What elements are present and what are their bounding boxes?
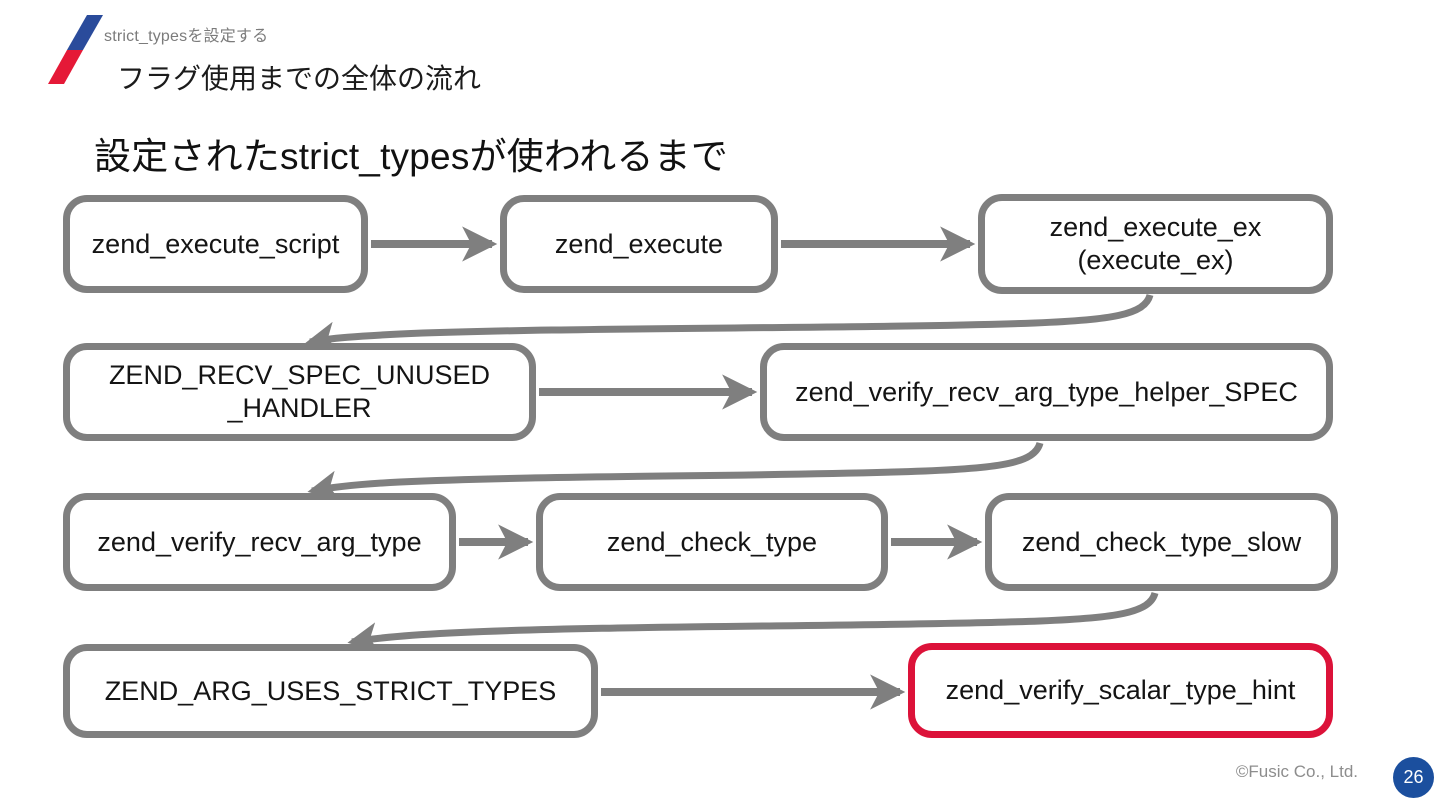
swoosh-row3-to-row4 [347,591,1159,653]
section-kicker: strict_typesを設定する [104,28,269,45]
node-zend-check-type-slow: zend_check_type_slow [985,493,1338,591]
node-zend-check-type: zend_check_type [536,493,888,591]
node-zend-execute: zend_execute [500,195,778,293]
slide-subtitle: フラグ使用までの全体の流れ [117,63,482,94]
swoosh-row2-to-row3 [307,441,1044,501]
logo-blue-stripe [67,15,103,50]
logo-red-stripe [48,50,83,84]
page-number-badge: 26 [1393,757,1434,798]
node-zend-execute-script: zend_execute_script [63,195,368,293]
fusic-logo-icon [48,15,103,84]
swoosh-row1-to-row2 [305,293,1154,352]
node-zend-recv-spec-unused-handler: ZEND_RECV_SPEC_UNUSED _HANDLER [63,343,536,441]
copyright-text: ©Fusic Co., Ltd. [1235,762,1358,781]
page-title: 設定されたstrict_typesが使われるまで [94,136,729,177]
node-zend-verify-recv-arg-type-helper-spec: zend_verify_recv_arg_type_helper_SPEC [760,343,1333,441]
node-zend-execute-ex: zend_execute_ex (execute_ex) [978,194,1333,294]
node-zend-verify-scalar-type-hint: zend_verify_scalar_type_hint [908,643,1333,738]
node-zend-arg-uses-strict-types: ZEND_ARG_USES_STRICT_TYPES [63,644,598,738]
node-zend-verify-recv-arg-type: zend_verify_recv_arg_type [63,493,456,591]
